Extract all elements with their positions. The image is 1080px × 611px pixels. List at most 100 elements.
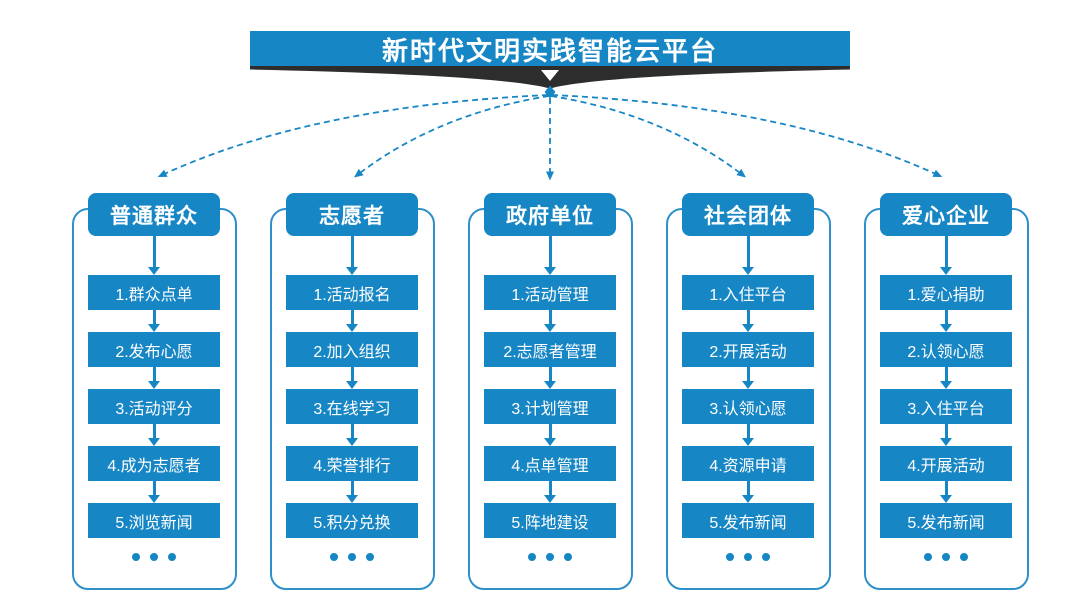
step-box: 3.入住平台 (880, 389, 1012, 424)
step-box: 5.积分兑换 (286, 503, 418, 538)
arrow-stem (944, 424, 948, 438)
arrow-stem (944, 236, 948, 267)
arrow-head (940, 381, 952, 389)
step-box: 5.发布新闻 (880, 503, 1012, 538)
arrow-down-icon (742, 310, 754, 332)
step-box: 1.爱心捐助 (880, 275, 1012, 310)
arrow-stem (944, 310, 948, 324)
arrow-down-icon (346, 236, 358, 275)
step-box: 3.认领心愿 (682, 389, 814, 424)
arrow-stem (944, 367, 948, 381)
step-box: 4.资源申请 (682, 446, 814, 481)
arrow-stem (152, 310, 156, 324)
arrow-stem (152, 236, 156, 267)
role-header: 普通群众 (88, 193, 220, 236)
ellipsis-dots (330, 553, 374, 561)
step-box: 4.成为志愿者 (88, 446, 220, 481)
arrow-down-icon (346, 367, 358, 389)
arrow-down-icon (148, 236, 160, 275)
arrow-stem (746, 424, 750, 438)
arrow-stem (746, 481, 750, 495)
step-box: 2.开展活动 (682, 332, 814, 367)
ellipsis-dots (924, 553, 968, 561)
platform-title-banner: 新时代文明实践智能云平台 (250, 31, 850, 67)
arrow-down-icon (148, 481, 160, 503)
step-box: 2.发布心愿 (88, 332, 220, 367)
arrow-head (148, 495, 160, 503)
connector-curve-5 (551, 94, 943, 178)
dot (348, 553, 356, 561)
arrow-down-icon (346, 424, 358, 446)
step-box: 2.认领心愿 (880, 332, 1012, 367)
arrow-head (346, 324, 358, 332)
arrow-down-icon (742, 481, 754, 503)
arrow-down-icon (940, 481, 952, 503)
step-box: 4.开展活动 (880, 446, 1012, 481)
dot (726, 553, 734, 561)
arrow-down-icon (346, 481, 358, 503)
arrow-head (544, 438, 556, 446)
arrow-down-icon (940, 236, 952, 275)
platform-title: 新时代文明实践智能云平台 (381, 35, 718, 66)
step-box: 5.阵地建设 (484, 503, 616, 538)
arrow-stem (548, 236, 552, 267)
step-box: 2.志愿者管理 (484, 332, 616, 367)
role-header: 社会团体 (682, 193, 814, 236)
arrow-stem (548, 367, 552, 381)
arrow-down-icon (544, 424, 556, 446)
dot (132, 553, 140, 561)
step-box: 1.活动报名 (286, 275, 418, 310)
arrow-stem (350, 481, 354, 495)
ribbon-arrow-icon (541, 70, 559, 81)
arrow-stem (746, 367, 750, 381)
connector-curve-4 (550, 95, 746, 178)
arrow-head (544, 381, 556, 389)
arrow-head (346, 495, 358, 503)
arrow-down-icon (742, 367, 754, 389)
arrow-down-icon (544, 236, 556, 275)
dot (528, 553, 536, 561)
arrow-down-icon (544, 367, 556, 389)
step-box: 4.荣誉排行 (286, 446, 418, 481)
arrow-head (940, 267, 952, 275)
dot (762, 553, 770, 561)
dot (564, 553, 572, 561)
dot (168, 553, 176, 561)
arrow-stem (350, 236, 354, 267)
arrow-head (742, 267, 754, 275)
step-box: 3.在线学习 (286, 389, 418, 424)
column-flow: 爱心企业 1.爱心捐助 2.认领心愿 3.入住平台 4.开展活动 5.发布新闻 (864, 193, 1029, 561)
arrow-down-icon (742, 424, 754, 446)
step-box: 5.浏览新闻 (88, 503, 220, 538)
arrow-stem (152, 481, 156, 495)
banner-ribbon (250, 66, 850, 89)
arrow-down-icon (742, 236, 754, 275)
arrow-head (544, 495, 556, 503)
role-header: 爱心企业 (880, 193, 1012, 236)
role-header: 政府单位 (484, 193, 616, 236)
ellipsis-dots (726, 553, 770, 561)
role-header: 志愿者 (286, 193, 418, 236)
arrow-down-icon (544, 481, 556, 503)
arrow-head (742, 495, 754, 503)
dot (924, 553, 932, 561)
arrow-down-icon (544, 310, 556, 332)
arrow-stem (746, 310, 750, 324)
step-box: 5.发布新闻 (682, 503, 814, 538)
arrow-down-icon (148, 424, 160, 446)
step-box: 3.活动评分 (88, 389, 220, 424)
arrow-stem (746, 236, 750, 267)
arrow-stem (350, 424, 354, 438)
arrow-down-icon (940, 310, 952, 332)
arrow-stem (152, 367, 156, 381)
connector-curve-2 (354, 95, 550, 178)
step-box: 1.入住平台 (682, 275, 814, 310)
arrow-down-icon (148, 367, 160, 389)
arrow-head (544, 324, 556, 332)
role-column-5: 爱心企业 1.爱心捐助 2.认领心愿 3.入住平台 4.开展活动 5.发布新闻 (863, 193, 1029, 590)
